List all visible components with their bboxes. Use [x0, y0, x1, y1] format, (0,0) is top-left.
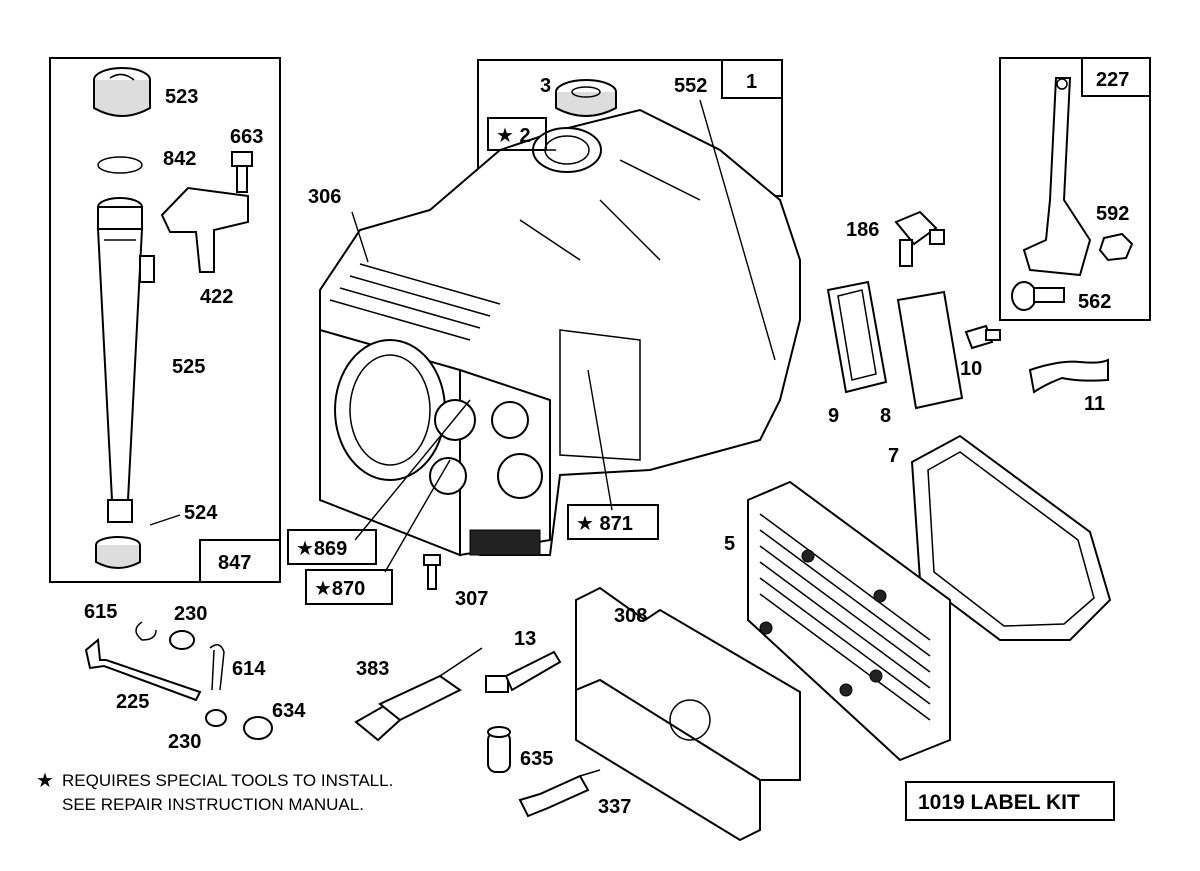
part-label: 552	[674, 75, 707, 97]
spark-plug-337	[518, 769, 601, 818]
part-label: 230	[168, 731, 201, 753]
part-label: 634	[272, 700, 306, 722]
part-label: 524	[184, 502, 218, 524]
part-label: ★ 2	[496, 125, 531, 147]
footnote-line-1: REQUIRES SPECIAL TOOLS TO INSTALL.	[62, 771, 393, 790]
part-label: 13	[514, 628, 536, 650]
breather-gasket-9	[826, 280, 888, 394]
part-label: 635	[520, 748, 553, 770]
oil-seal-3	[555, 79, 617, 117]
part-label: 1	[746, 71, 757, 93]
spark-plug-boot-635	[487, 726, 511, 773]
breather-cover-8	[896, 290, 964, 410]
part-label: ★869	[296, 538, 347, 560]
screw-10	[964, 324, 1001, 350]
nut-592	[1098, 232, 1134, 262]
part-label: 523	[165, 86, 198, 108]
footnote-line-2: SEE REPAIR INSTRUCTION MANUAL.	[62, 795, 364, 814]
breather-tube-11	[1028, 358, 1109, 394]
part-label: 383	[356, 658, 389, 680]
part-label: 227	[1096, 69, 1129, 91]
part-label: ★ 871	[576, 513, 633, 535]
part-label: 562	[1078, 291, 1111, 313]
elbow-fitting-186	[894, 210, 945, 267]
o-ring-842	[97, 156, 143, 174]
dipstick-cap	[93, 67, 151, 117]
dipstick-tube	[96, 197, 155, 523]
label-kit-text: 1019 LABEL KIT	[918, 791, 1080, 814]
tool-383	[354, 647, 483, 742]
bolt-562	[1011, 281, 1065, 311]
part-label: 11	[1084, 393, 1105, 415]
stud-13	[485, 650, 562, 693]
star-symbol: ★	[36, 770, 54, 792]
washer-230-bottom	[205, 709, 227, 727]
part-label: 525	[172, 356, 205, 378]
part-label: 9	[828, 405, 839, 427]
dipstick-assembly-box	[49, 57, 281, 583]
part-label: 614	[232, 658, 266, 680]
part-label: 308	[614, 605, 647, 627]
part-label: 592	[1096, 203, 1129, 225]
governor-lever	[1022, 77, 1092, 277]
part-label: 337	[598, 796, 631, 818]
part-label: 847	[218, 552, 251, 574]
part-label: ★870	[314, 578, 365, 600]
washer-230-top	[169, 630, 195, 650]
crankcase-block	[319, 108, 801, 557]
part-label: 186	[846, 219, 879, 241]
part-label: 615	[84, 601, 117, 623]
part-label: 422	[200, 286, 233, 308]
part-label: 10	[960, 358, 982, 380]
part-label: 225	[116, 691, 149, 713]
tube-seal-524	[95, 536, 141, 569]
part-label: 663	[230, 126, 263, 148]
part-label: 307	[455, 588, 488, 610]
label-kit-box	[905, 781, 1115, 821]
part-label: 5	[724, 533, 735, 555]
part-label: 842	[163, 148, 196, 170]
bolt-663	[231, 151, 253, 193]
part-label: 7	[888, 445, 899, 467]
bracket-422	[160, 186, 249, 273]
part-label: 8	[880, 405, 891, 427]
lever-assembly-box	[999, 57, 1151, 321]
cylinder-head-5	[747, 480, 951, 762]
part-label: 306	[308, 186, 341, 208]
clip-615	[135, 621, 157, 641]
part-label: 230	[174, 603, 207, 625]
link-rod-225	[84, 638, 202, 702]
washer-634	[243, 716, 273, 740]
part-label: 3	[540, 75, 551, 97]
screw-307	[423, 554, 441, 590]
pin-614	[209, 644, 225, 691]
